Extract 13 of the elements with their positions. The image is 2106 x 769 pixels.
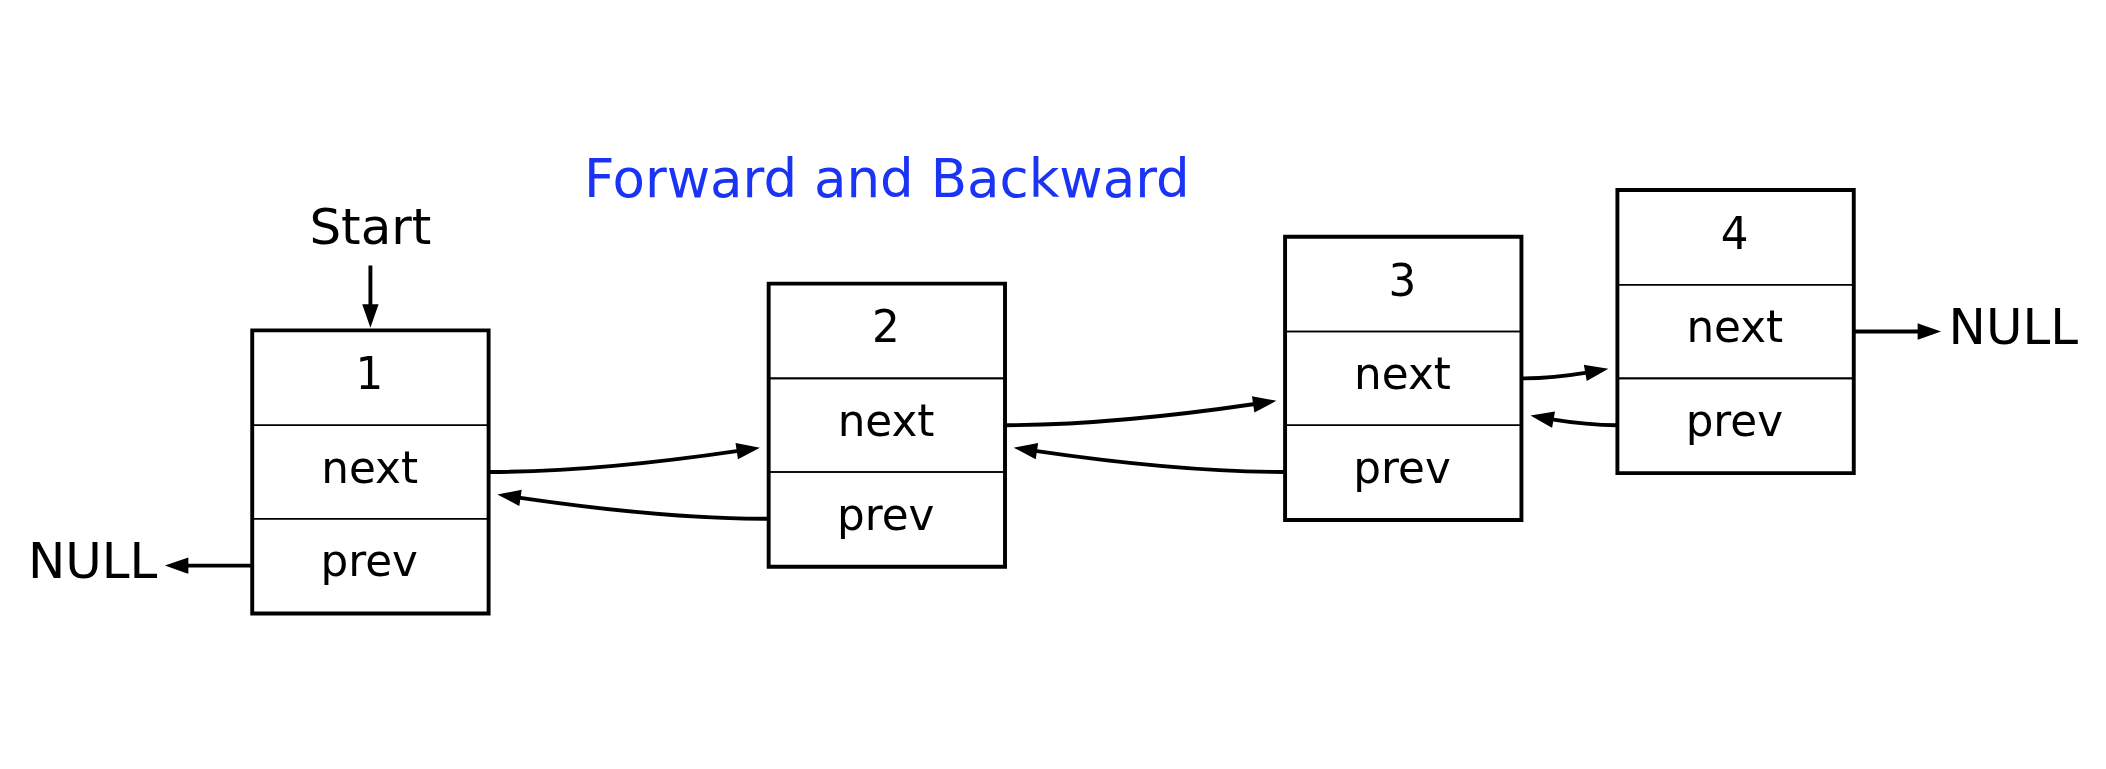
node-text: NULL	[1948, 297, 2079, 356]
node-text: NULL	[27, 531, 158, 590]
arrow	[1005, 395, 1277, 427]
arrow	[488, 442, 760, 474]
arrow	[362, 265, 379, 328]
arrow	[164, 556, 252, 574]
arrow	[1530, 411, 1618, 428]
label: Forward and Backward	[583, 147, 1190, 210]
arrow	[1521, 364, 1609, 381]
arrow	[1854, 322, 1942, 340]
arrow	[1013, 442, 1285, 474]
arrow	[497, 489, 769, 521]
node-text: Start	[309, 197, 432, 256]
